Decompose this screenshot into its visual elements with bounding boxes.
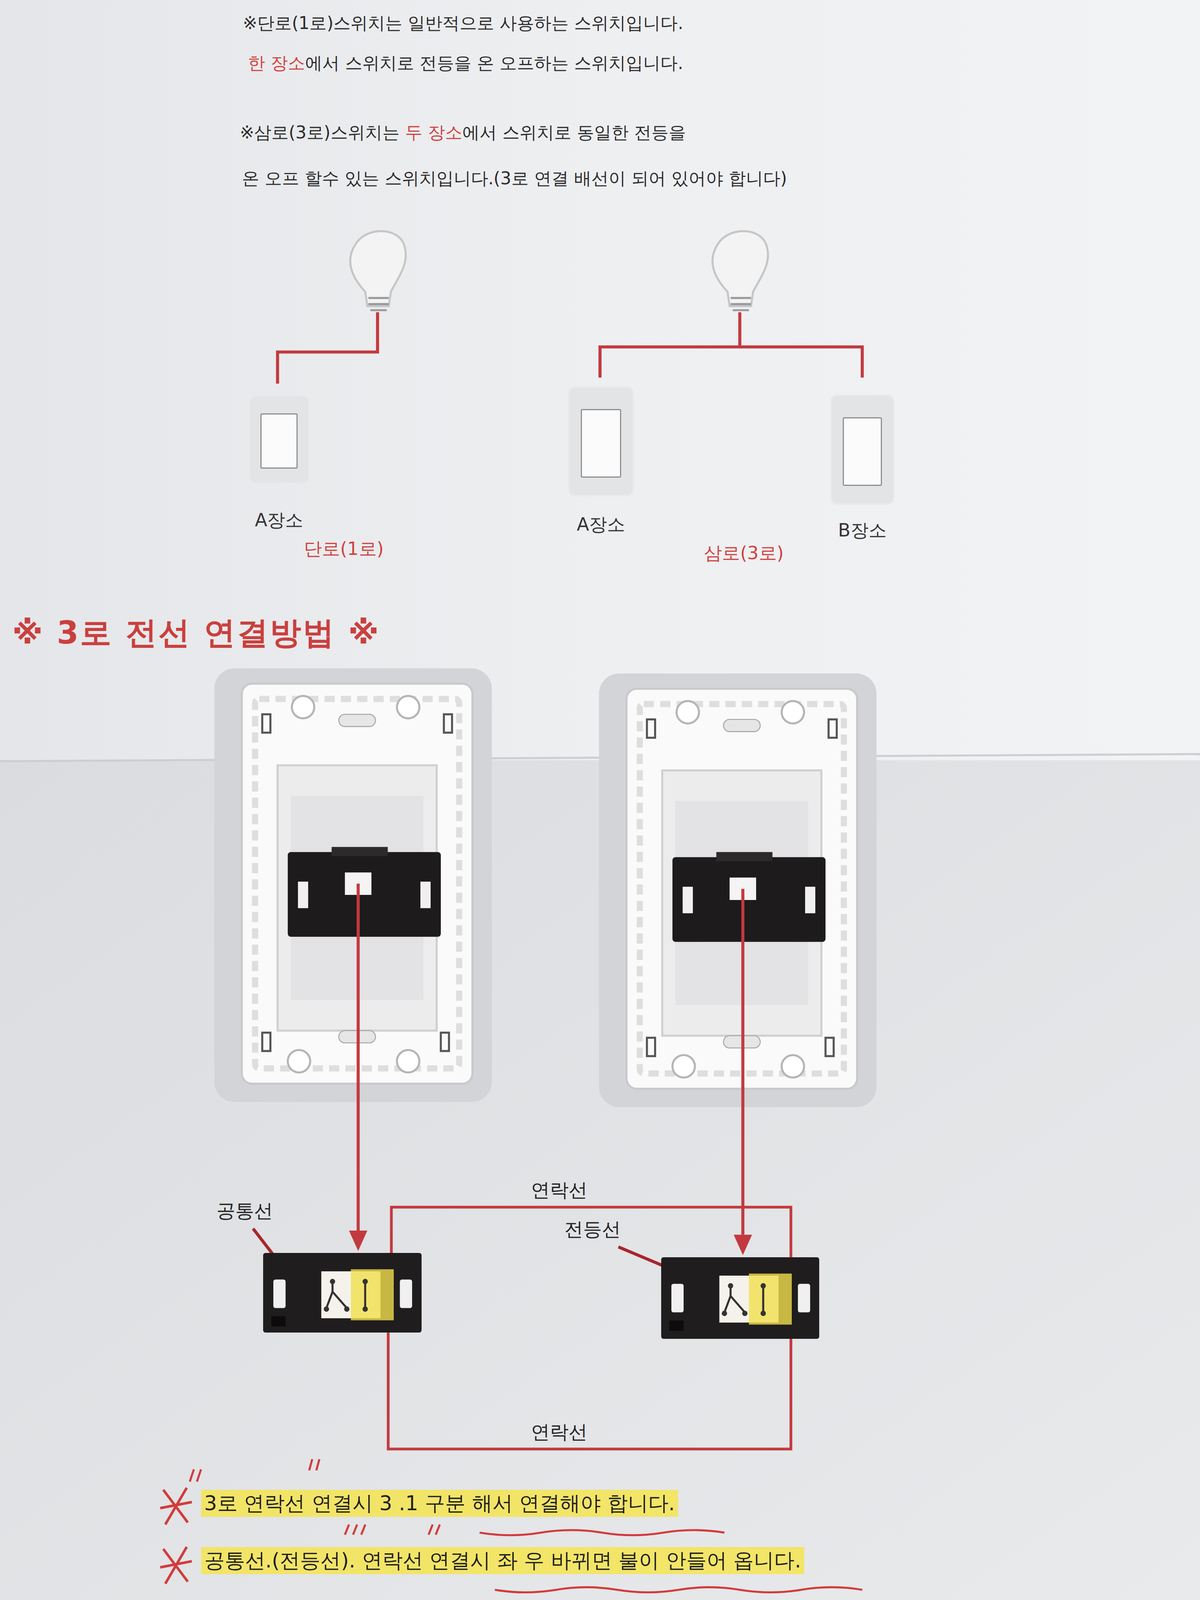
switch-plate-illustration [598, 673, 877, 1108]
switch-symbol-dot [760, 1283, 767, 1289]
terminal-slot [671, 1283, 684, 1313]
text-run: 두 장소 [405, 122, 463, 143]
switch-symbol [326, 1281, 366, 1309]
location-label: A장소 [576, 513, 626, 537]
switch-symbol-dot [329, 1278, 336, 1285]
switch-symbol-dot [760, 1310, 767, 1317]
switch-mechanism [263, 1252, 422, 1333]
switch-mechanism [661, 1257, 820, 1339]
wall-switch: B장소 [831, 396, 893, 542]
connecting-wire [391, 1207, 791, 1257]
switch-symbol-dot [742, 1310, 748, 1317]
switch-rocker [260, 413, 298, 470]
switch-mechanism-box: 공통선 [263, 1252, 422, 1333]
bulb-base [730, 298, 751, 311]
hand-underline [494, 1587, 863, 1593]
note-text: 공통선.(전등선). 연락선 연결시 좌 우 바뀌면 불이 안들어 옵니다. [201, 1547, 805, 1575]
pointer-arrow [741, 888, 745, 1235]
light-bulb [712, 230, 768, 306]
switch-symbol-dot [727, 1283, 734, 1289]
wire [277, 312, 378, 384]
text-run: ※삼로(3로)스위치는 [240, 122, 406, 143]
intro-text: 온 오프 할수 있는 스위치입니다.(3로 연결 배선이 되어 있어야 합니다) [241, 167, 788, 190]
switch-rocker [580, 409, 622, 478]
terminal-slot [400, 1279, 413, 1309]
switch-symbol-dot [362, 1306, 369, 1313]
location-label: A장소 [254, 509, 304, 532]
switch-plate [831, 396, 893, 504]
terminal-hole [271, 1316, 286, 1327]
hand-mark [344, 1524, 440, 1535]
paper-sheet [0, 0, 1200, 761]
light-bulb [350, 230, 406, 306]
connecting-wire [388, 1332, 791, 1450]
switch-type-label: 단로(1로) [303, 537, 384, 561]
bulb-base [368, 298, 389, 311]
highlighter-mark [749, 1273, 792, 1325]
switch-mechanism-box: 전등선 [661, 1257, 820, 1339]
pointer-arrow [356, 883, 360, 1231]
switch-symbol-dot [344, 1306, 350, 1313]
intro-text: ※단로(1로)스위치는 일반적으로 사용하는 스위치입니다. [242, 12, 684, 34]
switch-plate [250, 396, 309, 483]
hand-mark [189, 1459, 320, 1482]
terminal-slot [273, 1279, 286, 1309]
hand-underline [479, 1530, 725, 1536]
intro-text: 한 장소에서 스위치로 전등을 온 오프하는 스위치입니다. [247, 52, 684, 74]
switch-symbol-dot [721, 1310, 728, 1317]
highlighter-mark [350, 1269, 394, 1321]
wire-label: 연락선 [530, 1420, 588, 1444]
wall-switch: A장소 [569, 387, 633, 536]
hand-mark [160, 1487, 193, 1525]
wire-label: 전등선 [564, 1217, 621, 1241]
text-run: 한 장소 [247, 52, 306, 73]
section-heading: ※ 3로 전선 연결방법 ※ [12, 613, 381, 653]
hand-mark [160, 1547, 193, 1584]
wire-label: 연락선 [530, 1178, 588, 1202]
arrowhead [349, 1230, 368, 1251]
location-label: B장소 [838, 519, 887, 542]
switch-type-label: 삼로(3로) [703, 541, 784, 565]
switch-plate-illustration [214, 668, 492, 1102]
text-run: 에서 스위치로 동일한 전등을 [462, 122, 686, 143]
switch-rocker [842, 417, 882, 486]
wall-switch: A장소 [250, 396, 309, 532]
note-text: 3로 연락선 연결시 3 .1 구분 해서 연결해야 합니다. [201, 1489, 679, 1517]
switch-plate [569, 387, 633, 495]
terminal-hole [669, 1320, 684, 1331]
switch-symbol-dot [323, 1306, 330, 1313]
wire [600, 312, 863, 378]
intro-text: ※삼로(3로)스위치는 두 장소에서 스위치로 동일한 전등을 [240, 121, 686, 144]
switch-symbol [724, 1285, 764, 1313]
arrowhead [733, 1234, 753, 1255]
text-run: 에서 스위치로 전등을 온 오프하는 스위치입니다. [305, 52, 684, 73]
terminal-slot [798, 1283, 811, 1313]
wire-label: 공통선 [216, 1198, 273, 1223]
switch-symbol-dot [362, 1278, 369, 1285]
